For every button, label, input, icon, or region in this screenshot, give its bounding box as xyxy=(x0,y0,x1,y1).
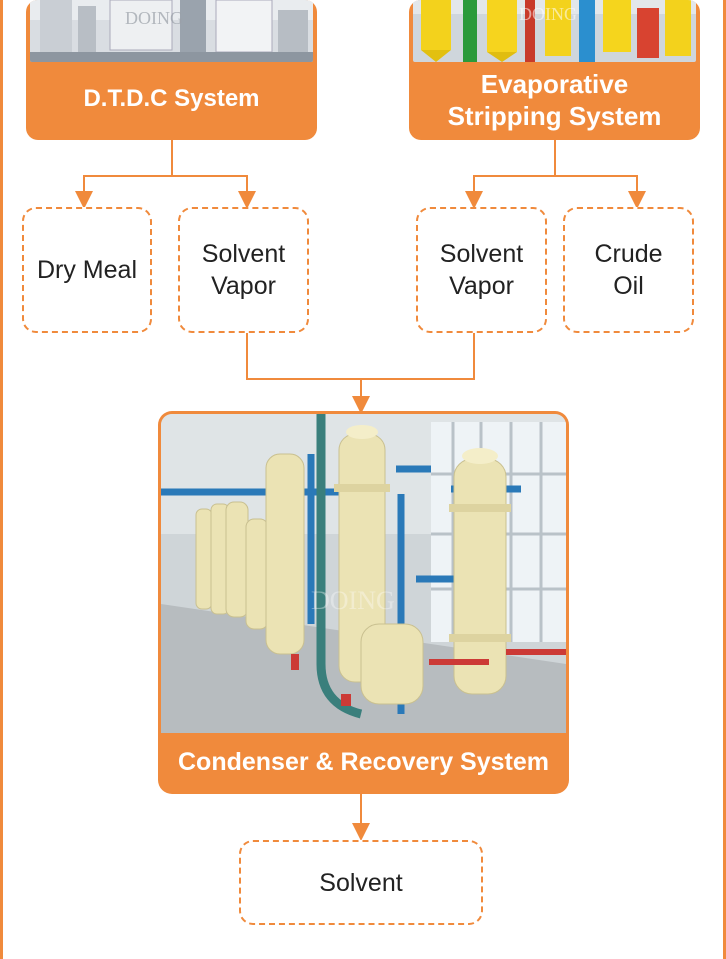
solvent-vapor-right-line2: Vapor xyxy=(449,272,514,300)
condenser-recovery-label: Condenser & Recovery System xyxy=(178,748,549,776)
solvent-vapor-left-line2: Vapor xyxy=(211,272,276,300)
node-crude-oil: Crude Oil xyxy=(563,207,694,333)
dtdc-system-card: DOING D.T.D.C System xyxy=(26,0,317,140)
dtdc-equipment-photo: DOING xyxy=(30,0,313,62)
evaporative-stripping-label-1: Evaporative xyxy=(480,69,629,99)
evaporative-stripping-card: DOING Evaporative Stripping System xyxy=(409,0,700,140)
watermark: DOING xyxy=(519,4,577,24)
crude-oil-line2: Oil xyxy=(613,272,644,300)
right-frame-line xyxy=(723,0,726,959)
crude-oil-line1: Crude xyxy=(594,240,663,268)
dtdc-system-label: D.T.D.C System xyxy=(83,85,260,112)
left-frame-line xyxy=(0,0,3,959)
solvent-vapor-right-line1: Solvent xyxy=(439,240,524,268)
solvent-label: Solvent xyxy=(319,868,403,897)
node-solvent-vapor-right: Solvent Vapor xyxy=(416,207,547,333)
condenser-equipment-photo: DOING xyxy=(161,414,566,733)
arrow-to-solvent-vapor-left xyxy=(172,175,256,209)
solvent-vapor-left-line1: Solvent xyxy=(201,240,286,268)
arrow-to-dry-meal xyxy=(75,140,173,209)
condenser-recovery-card: DOING Condenser & Recovery System xyxy=(158,411,569,794)
node-dry-meal: Dry Meal xyxy=(22,207,152,333)
arrow-to-crude-oil xyxy=(555,175,646,209)
watermark: DOING xyxy=(311,586,395,615)
dry-meal-label: Dry Meal xyxy=(36,256,137,284)
evaporator-equipment-photo: DOING xyxy=(413,0,696,62)
evaporative-stripping-label-2: Stripping System xyxy=(447,101,662,131)
arrow-to-solvent-vapor-right xyxy=(465,140,556,209)
watermark: DOING xyxy=(125,8,183,28)
node-solvent: Solvent xyxy=(239,840,483,925)
node-solvent-vapor-left: Solvent Vapor xyxy=(178,207,309,333)
vapor-merge-line xyxy=(246,333,475,380)
